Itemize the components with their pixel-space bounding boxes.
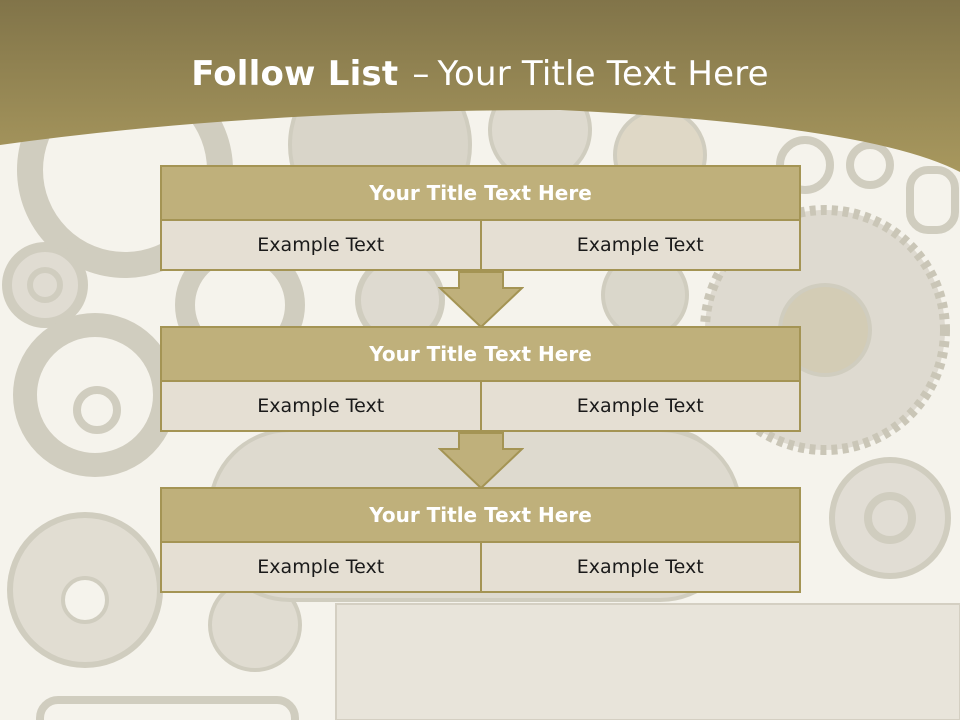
step-cell-right: Example Text bbox=[481, 382, 801, 432]
step-row: Example Text Example Text bbox=[160, 221, 801, 271]
step-block-3: Your Title Text Here Example Text Exampl… bbox=[160, 487, 801, 593]
slide-title-rest: Your Title Text Here bbox=[437, 54, 769, 94]
down-arrow-icon bbox=[438, 432, 524, 489]
step-block-1: Your Title Text Here Example Text Exampl… bbox=[160, 165, 801, 271]
step-title: Your Title Text Here bbox=[160, 326, 801, 382]
step-block-2: Your Title Text Here Example Text Exampl… bbox=[160, 326, 801, 432]
step-cell-left: Example Text bbox=[160, 221, 482, 271]
slide-title-dash: – bbox=[412, 54, 430, 94]
slide-title: Follow List–Your Title Text Here bbox=[0, 54, 960, 94]
step-cell-right: Example Text bbox=[481, 221, 801, 271]
step-cell-left: Example Text bbox=[160, 382, 482, 432]
step-row: Example Text Example Text bbox=[160, 382, 801, 432]
step-title: Your Title Text Here bbox=[160, 487, 801, 543]
slide-title-bold: Follow List bbox=[191, 54, 399, 94]
step-cell-left: Example Text bbox=[160, 543, 482, 593]
down-arrow-icon bbox=[438, 271, 524, 328]
step-cell-right: Example Text bbox=[481, 543, 801, 593]
step-row: Example Text Example Text bbox=[160, 543, 801, 593]
step-title: Your Title Text Here bbox=[160, 165, 801, 221]
